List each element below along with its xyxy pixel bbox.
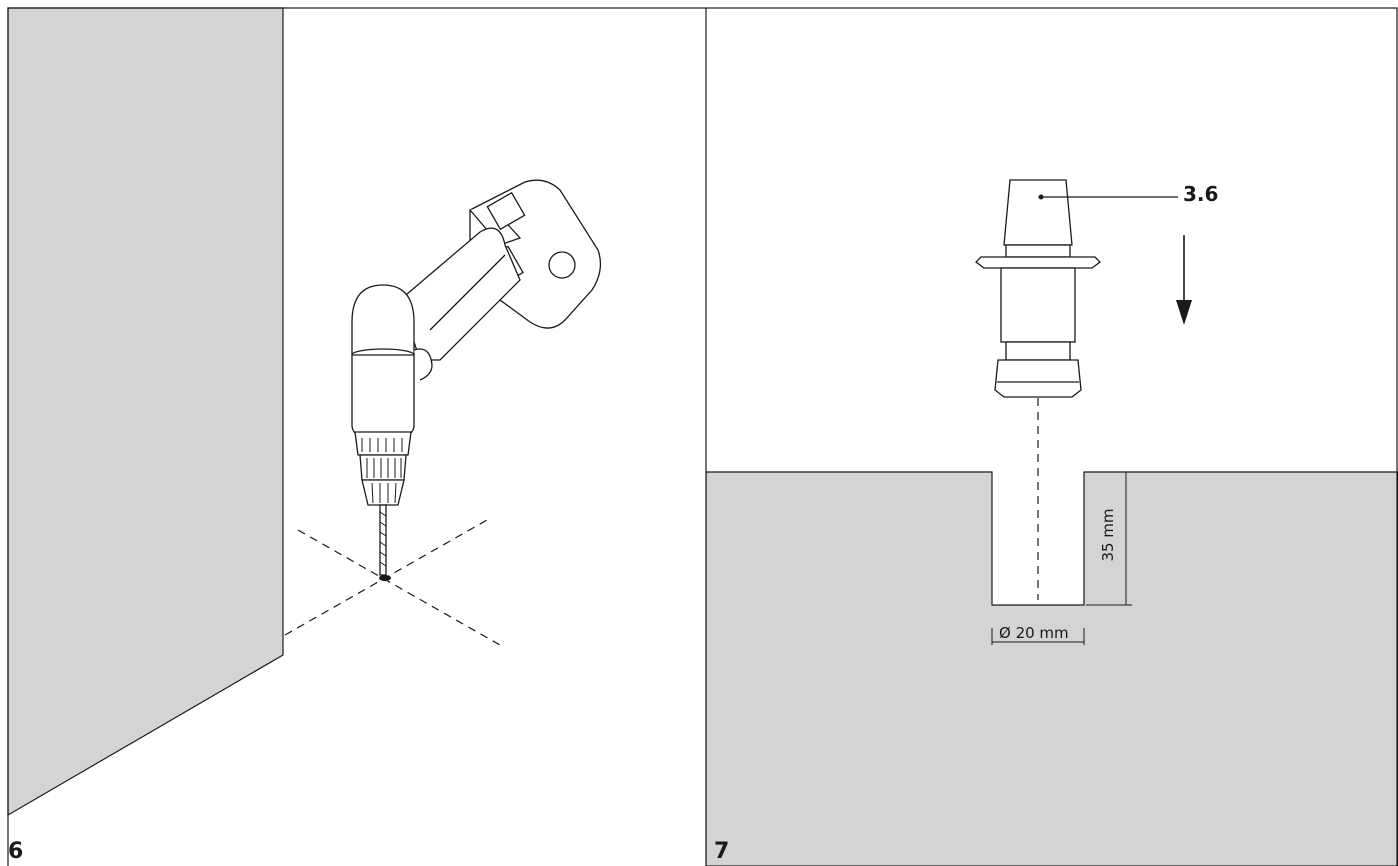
wall-surface — [7, 7, 284, 817]
arrow-down-icon — [1176, 235, 1192, 325]
depth-label: 35 mm — [1099, 508, 1117, 562]
step-6-panel — [7, 7, 602, 817]
drill-hole-mark — [379, 575, 391, 581]
step-7-panel — [706, 0, 1398, 866]
step-number-6: 6 — [8, 839, 24, 864]
marking-crosshair — [284, 519, 501, 646]
part-label: 3.6 — [1183, 182, 1219, 206]
diameter-label: Ø 20 mm — [999, 624, 1069, 642]
step-7-illustration — [706, 179, 1398, 866]
cordless-drill-icon — [351, 179, 602, 576]
anchor-sleeve-icon — [975, 179, 1101, 398]
step-number-7: 7 — [714, 839, 730, 864]
step-6-illustration — [7, 7, 602, 817]
ground-with-hole — [706, 471, 1398, 866]
